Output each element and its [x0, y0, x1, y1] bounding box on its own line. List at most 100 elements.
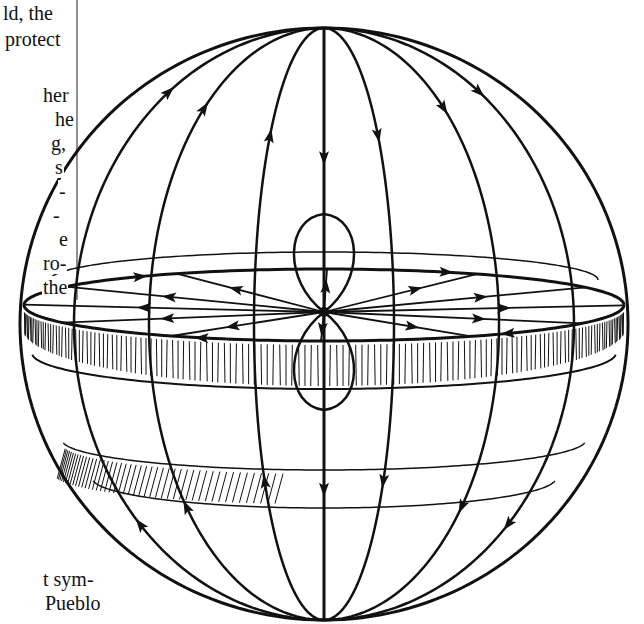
- text-fragment: t sym-: [42, 568, 95, 590]
- arrowhead: [228, 282, 244, 295]
- hatch-stroke: [501, 338, 502, 375]
- hatch-stroke: [24, 312, 26, 333]
- radial-line: [66, 287, 324, 312]
- field-line: [324, 28, 499, 620]
- hatch-stroke: [286, 345, 287, 386]
- arrowhead: [439, 267, 454, 278]
- hatch-stroke: [28, 316, 30, 340]
- hatch-stroke: [38, 321, 40, 347]
- hatch-stroke: [32, 318, 34, 343]
- hatch-stroke: [192, 470, 200, 500]
- hatch-stroke: [219, 472, 227, 502]
- hatch-stroke: [161, 339, 162, 377]
- hatch-stroke: [474, 340, 476, 378]
- hatch-stroke: [135, 337, 137, 373]
- hatch-stroke: [25, 313, 26, 335]
- hatch-stroke: [27, 315, 28, 338]
- hatch-stroke: [267, 344, 268, 385]
- hatch-stroke: [606, 321, 608, 348]
- hatch-stroke: [612, 319, 614, 344]
- hatch-stroke: [386, 344, 388, 385]
- hatch-stroke: [404, 344, 406, 384]
- sphere-drawing: [20, 28, 628, 620]
- hatch-stroke: [156, 339, 158, 376]
- hatch-stroke: [116, 335, 117, 370]
- arrowhead: [259, 474, 271, 489]
- arrowhead: [319, 483, 329, 497]
- hatch-stroke: [399, 344, 400, 384]
- centre-dot: [319, 307, 329, 317]
- hatch-stroke: [131, 337, 132, 373]
- hatch-stroke: [123, 464, 131, 494]
- hatch-stroke: [172, 340, 174, 378]
- hatch-stroke: [59, 326, 60, 356]
- hatch-stroke: [205, 471, 213, 501]
- hatch-stroke: [279, 345, 281, 386]
- arrowhead: [436, 100, 452, 117]
- hatch-stroke: [65, 453, 73, 483]
- arrowhead: [377, 474, 389, 489]
- hatch-stroke: [268, 473, 276, 503]
- hatch-stroke: [52, 325, 54, 354]
- hatch-stroke: [575, 329, 577, 360]
- hatch-stroke: [602, 323, 604, 351]
- hatch-stroke: [548, 333, 550, 367]
- hatch-stroke: [490, 339, 492, 376]
- hatch-stroke: [85, 458, 93, 488]
- hatch-stroke: [103, 333, 104, 367]
- hatch-stroke: [195, 342, 196, 381]
- hatch-stroke: [212, 472, 220, 502]
- hatch-stroke: [118, 464, 126, 494]
- arrowhead: [472, 313, 486, 324]
- hatch-stroke: [68, 328, 69, 359]
- hatch-stroke: [594, 325, 596, 354]
- hatch-stroke: [417, 343, 418, 383]
- hatch-stroke: [235, 343, 237, 383]
- text-fragment: her: [42, 84, 70, 106]
- hatch-stroke: [166, 340, 168, 378]
- hatch-stroke: [107, 334, 109, 368]
- hatch-stroke: [242, 344, 244, 384]
- hatch-stroke: [61, 327, 63, 357]
- text-fragment: protect: [4, 28, 62, 50]
- hatch-stroke: [531, 335, 532, 370]
- hatch-stroke: [112, 335, 114, 370]
- hatch-stroke: [140, 338, 142, 375]
- hatch-stroke: [591, 325, 593, 354]
- arrowhead: [408, 283, 424, 296]
- arrowhead: [225, 320, 240, 332]
- hatch-stroke: [512, 337, 514, 373]
- text-fragment: -: [58, 180, 67, 202]
- text-fragment: ld, the: [2, 2, 54, 24]
- hatch-stroke: [56, 325, 58, 354]
- text-fragment: s: [54, 156, 64, 178]
- arrowhead: [454, 498, 469, 515]
- arrowhead: [473, 292, 488, 303]
- arrowhead: [405, 321, 420, 333]
- hatch-stroke: [435, 342, 436, 381]
- hatch-stroke: [588, 326, 589, 356]
- hatch-stroke: [553, 332, 555, 365]
- text-fragment: e: [58, 228, 69, 250]
- arrowhead: [132, 516, 148, 533]
- hatch-stroke: [560, 331, 562, 364]
- arrowhead: [497, 303, 511, 313]
- hatch-stroke: [212, 342, 213, 381]
- hatch-stroke: [361, 345, 362, 386]
- hatch-stroke: [304, 345, 305, 386]
- hatch-stroke: [597, 324, 598, 352]
- hatch-stroke: [291, 345, 293, 386]
- hatch-stroke: [186, 470, 194, 500]
- hatch-stroke: [65, 327, 67, 357]
- hatch-stroke: [246, 473, 254, 503]
- hatch-stroke: [90, 332, 91, 365]
- hatch-stroke: [260, 344, 262, 385]
- hatch-stroke: [458, 341, 460, 380]
- field-loop: [294, 214, 354, 312]
- hatch-stroke: [585, 327, 587, 357]
- hatch-stroke: [189, 341, 191, 380]
- radial-line: [324, 312, 471, 336]
- hatch-stroke: [239, 473, 247, 503]
- hatch-stroke: [540, 334, 542, 368]
